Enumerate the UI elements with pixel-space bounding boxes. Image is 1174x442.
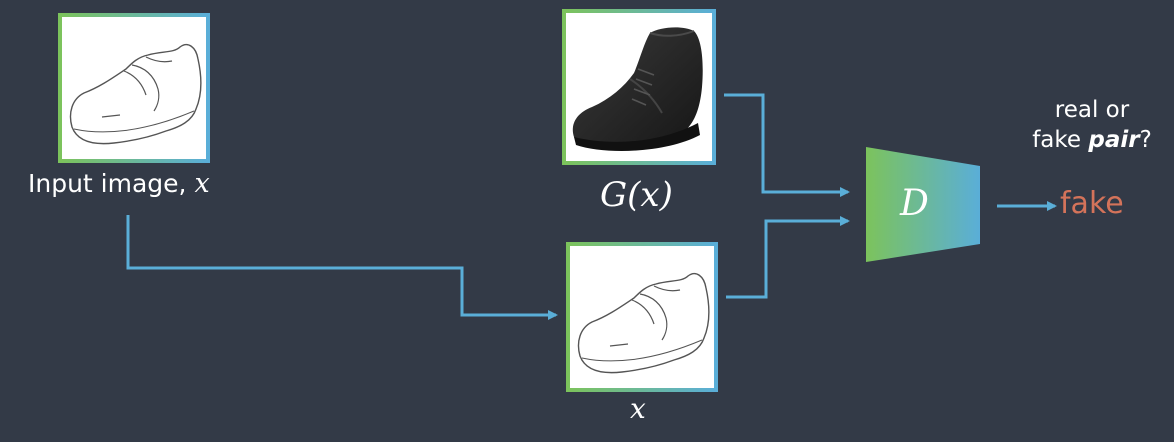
paired-image-frame xyxy=(566,242,718,392)
input-image-variable: x xyxy=(194,168,210,199)
question-line-2: fake pair? xyxy=(1022,125,1162,155)
question-line-1: real or xyxy=(1054,97,1130,123)
generated-image-frame xyxy=(562,9,716,165)
discriminator-label: D xyxy=(900,183,929,224)
shoe-sketch-icon xyxy=(577,272,710,374)
output-label: fake xyxy=(1060,186,1124,221)
arrow-input-to-pair xyxy=(126,215,558,320)
question-text: real or fake pair? xyxy=(1022,95,1162,155)
question-line-2-prefix: fake xyxy=(1032,127,1089,153)
generated-image-label: G(x) xyxy=(600,175,673,215)
paired-image-label: x xyxy=(630,392,646,425)
discriminator-block xyxy=(866,147,980,262)
question-emphasis: pair xyxy=(1088,127,1140,153)
black-boot-icon xyxy=(572,27,703,151)
input-image-text: Input image, xyxy=(28,169,187,198)
shoe-sketch-icon xyxy=(69,43,202,145)
arrow-pair-to-discriminator xyxy=(726,216,850,299)
input-image-label: Input image, x xyxy=(28,168,210,199)
input-image-frame xyxy=(58,13,210,163)
arrow-generated-to-discriminator xyxy=(724,93,850,197)
question-line-2-suffix: ? xyxy=(1139,127,1152,153)
